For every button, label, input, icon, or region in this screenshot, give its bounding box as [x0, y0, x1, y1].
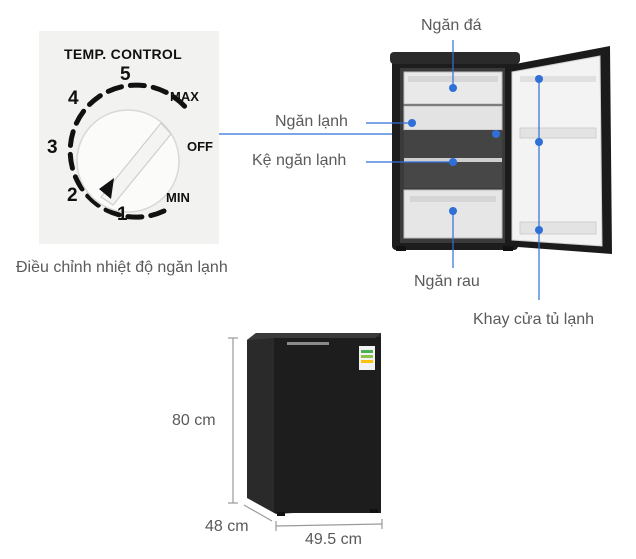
dial-number-5: 5 [120, 64, 131, 85]
cold-marker [408, 119, 416, 127]
fridge-top [390, 52, 520, 64]
chiller-tray [403, 105, 503, 131]
label-vegetable-drawer: Ngăn rau [414, 273, 480, 290]
dial-number-4: 4 [68, 88, 79, 109]
label-door-tray: Khay cửa tủ lạnh [473, 311, 595, 328]
brand-logo-icon [287, 342, 329, 345]
thermostat-dial-graphic [67, 82, 190, 220]
shelf-marker [449, 158, 457, 166]
width-dimension: 49.5 cm [305, 531, 362, 548]
closed-fridge-top [247, 333, 381, 340]
knob-pointer-icon [99, 178, 114, 199]
dial-label-min: MIN [166, 190, 190, 205]
dial-label-max: MAX [170, 89, 199, 104]
dial-scale-arc [67, 82, 190, 220]
depth-dimension: 48 cm [205, 518, 249, 535]
door-tray-marker-bottom [535, 226, 543, 234]
dial-label-off: OFF [187, 139, 213, 154]
door-tray-top [520, 76, 596, 82]
height-dimension: 80 cm [172, 412, 216, 429]
fridge-door-inner [511, 55, 603, 247]
thermostat-title: TEMP. CONTROL [64, 46, 182, 62]
door-tray-middle [519, 127, 597, 139]
label-cold-shelf: Kệ ngăn lạnh [252, 152, 347, 169]
thermostat-knob[interactable] [76, 109, 180, 213]
dial-number-1: 1 [117, 204, 128, 225]
thermostat-caption: Điều chỉnh nhiệt độ ngăn lạnh [16, 259, 228, 276]
ice-marker [449, 84, 457, 92]
dial-number-3: 3 [47, 137, 58, 158]
door-tray-marker-top [535, 75, 543, 83]
label-cold-compartment: Ngăn lạnh [275, 113, 348, 130]
veg-marker [449, 207, 457, 215]
door-tray-marker-mid [535, 138, 543, 146]
dial-number-2: 2 [67, 185, 78, 206]
depth-dimension-line [243, 504, 273, 522]
thermostat-marker [492, 130, 500, 138]
width-dimension-line [275, 523, 383, 527]
label-ice-compartment: Ngăn đá [421, 17, 482, 34]
